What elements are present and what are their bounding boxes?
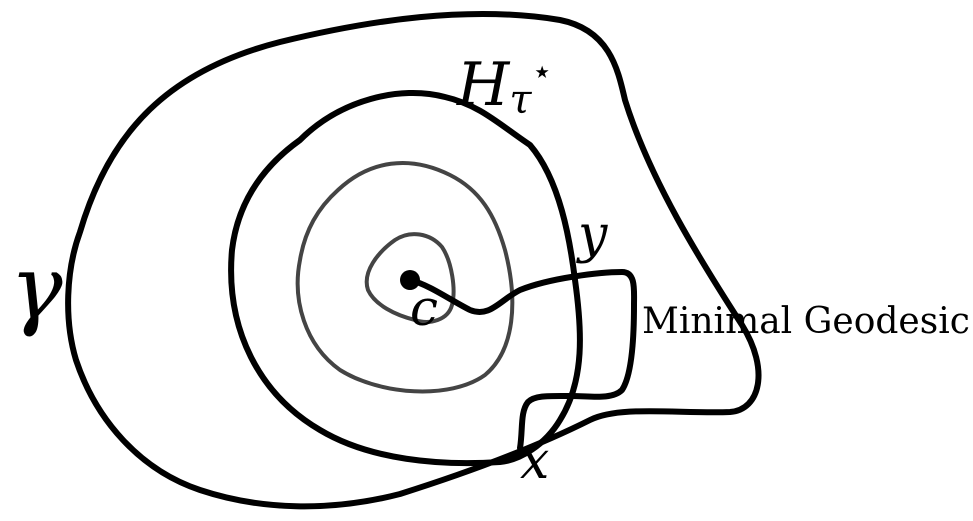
- minimal-geodesic-label: Minimal Geodesic: [642, 301, 970, 342]
- inner-contour-middle: [295, 161, 515, 394]
- h-label-sub: τ: [509, 77, 532, 123]
- y-label: y: [576, 205, 608, 265]
- h-tau-star-label: Hτ⋆: [456, 50, 553, 123]
- center-point-c: [400, 270, 420, 290]
- x-label: x: [520, 431, 549, 491]
- inner-contour-small: [364, 232, 456, 324]
- h-label-main: H: [456, 50, 511, 120]
- h-label-sup: ⋆: [531, 52, 552, 92]
- h-tau-star-curve: [228, 89, 583, 467]
- c-label: c: [410, 279, 438, 337]
- minimal-geodesic-path: [407, 269, 638, 451]
- gamma-label: γ: [10, 236, 63, 339]
- gamma-curve: [65, 10, 762, 510]
